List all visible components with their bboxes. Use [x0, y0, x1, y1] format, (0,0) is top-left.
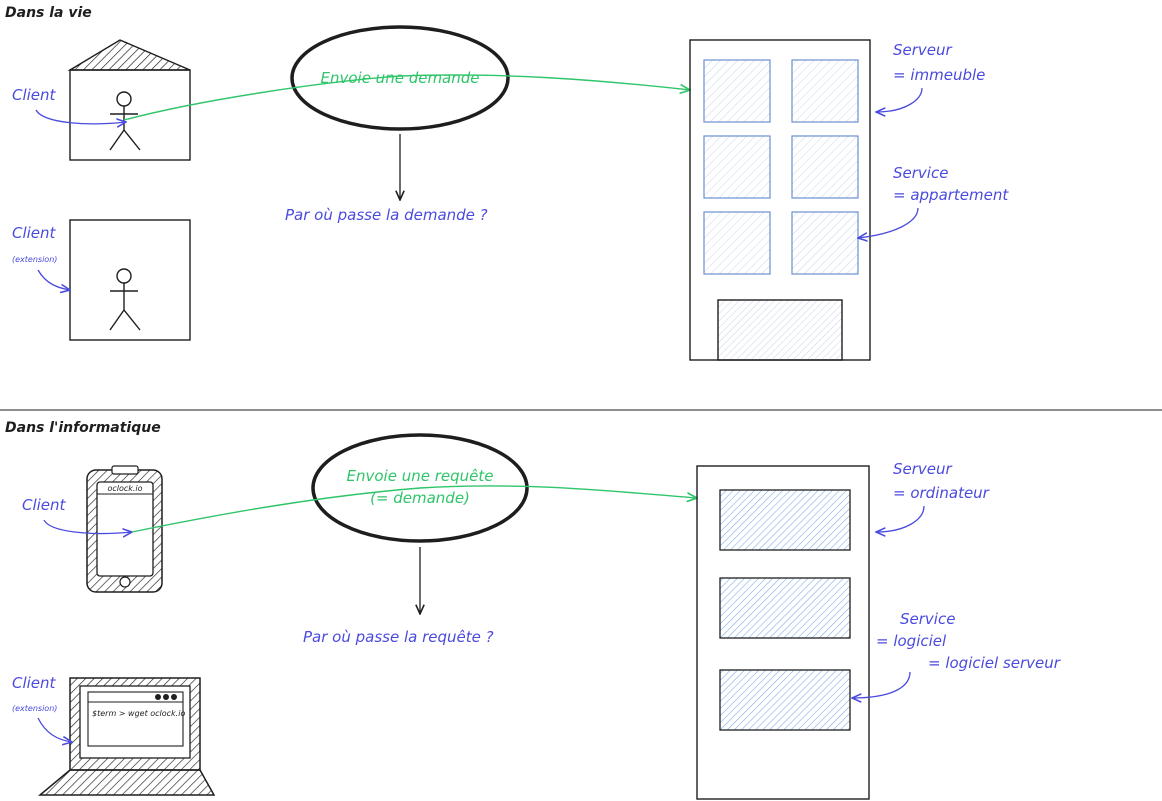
- laptop-icon: [37, 677, 216, 796]
- service-pointer-arrow: [852, 671, 911, 698]
- building-icon: [689, 39, 871, 361]
- request-bubble: [290, 25, 510, 131]
- client-label: Client: [12, 674, 57, 692]
- server-label: Serveur: [893, 41, 953, 59]
- service-label: = appartement: [893, 186, 1009, 204]
- service-label: Service: [893, 164, 948, 182]
- server-pointer-arrow: [876, 505, 925, 532]
- service-label: Service: [900, 610, 955, 628]
- terminal-command: $term > wget oclock.io: [92, 709, 185, 718]
- request-label: Envoie une requête: [347, 467, 494, 485]
- service-label: = logiciel serveur: [928, 654, 1061, 672]
- service-pointer-arrow: [858, 207, 919, 238]
- house-icon: [67, 39, 191, 161]
- phone-url: oclock.io: [107, 484, 142, 493]
- section-title-computing: Dans l'informatique: [5, 420, 161, 436]
- request-label: (= demande): [370, 489, 470, 507]
- building-door: [717, 299, 843, 361]
- service-label: = logiciel: [876, 632, 947, 650]
- server-label: = ordinateur: [893, 484, 990, 502]
- request-arrow: [131, 485, 697, 533]
- client-box: [69, 219, 191, 341]
- question-label: Par où passe la demande ?: [285, 206, 488, 224]
- section-title-life: Dans la vie: [5, 5, 92, 21]
- apartment-windows: [703, 59, 859, 275]
- server-slots: [719, 489, 851, 731]
- client-pointer-arrow: [35, 109, 126, 124]
- stick-figure-icon: [109, 91, 141, 151]
- server-label: Serveur: [893, 460, 953, 478]
- client-note: (extension): [12, 704, 57, 713]
- request-arrow: [123, 74, 690, 121]
- client-pointer-arrow: [37, 269, 70, 290]
- client-label: Client: [12, 86, 57, 104]
- client-label: Client: [12, 224, 57, 242]
- client-pointer-arrow: [37, 717, 72, 742]
- client-label: Client: [22, 496, 67, 514]
- request-label: Envoie une demande: [320, 69, 479, 87]
- server-pointer-arrow: [876, 87, 923, 112]
- client-note: (extension): [12, 255, 57, 264]
- stick-figure-icon: [109, 268, 141, 331]
- question-label: Par où passe la requête ?: [303, 628, 494, 646]
- request-bubble: [311, 433, 529, 543]
- server-label: = immeuble: [893, 66, 985, 84]
- client-pointer-arrow: [43, 519, 132, 534]
- server-icon: [696, 465, 870, 800]
